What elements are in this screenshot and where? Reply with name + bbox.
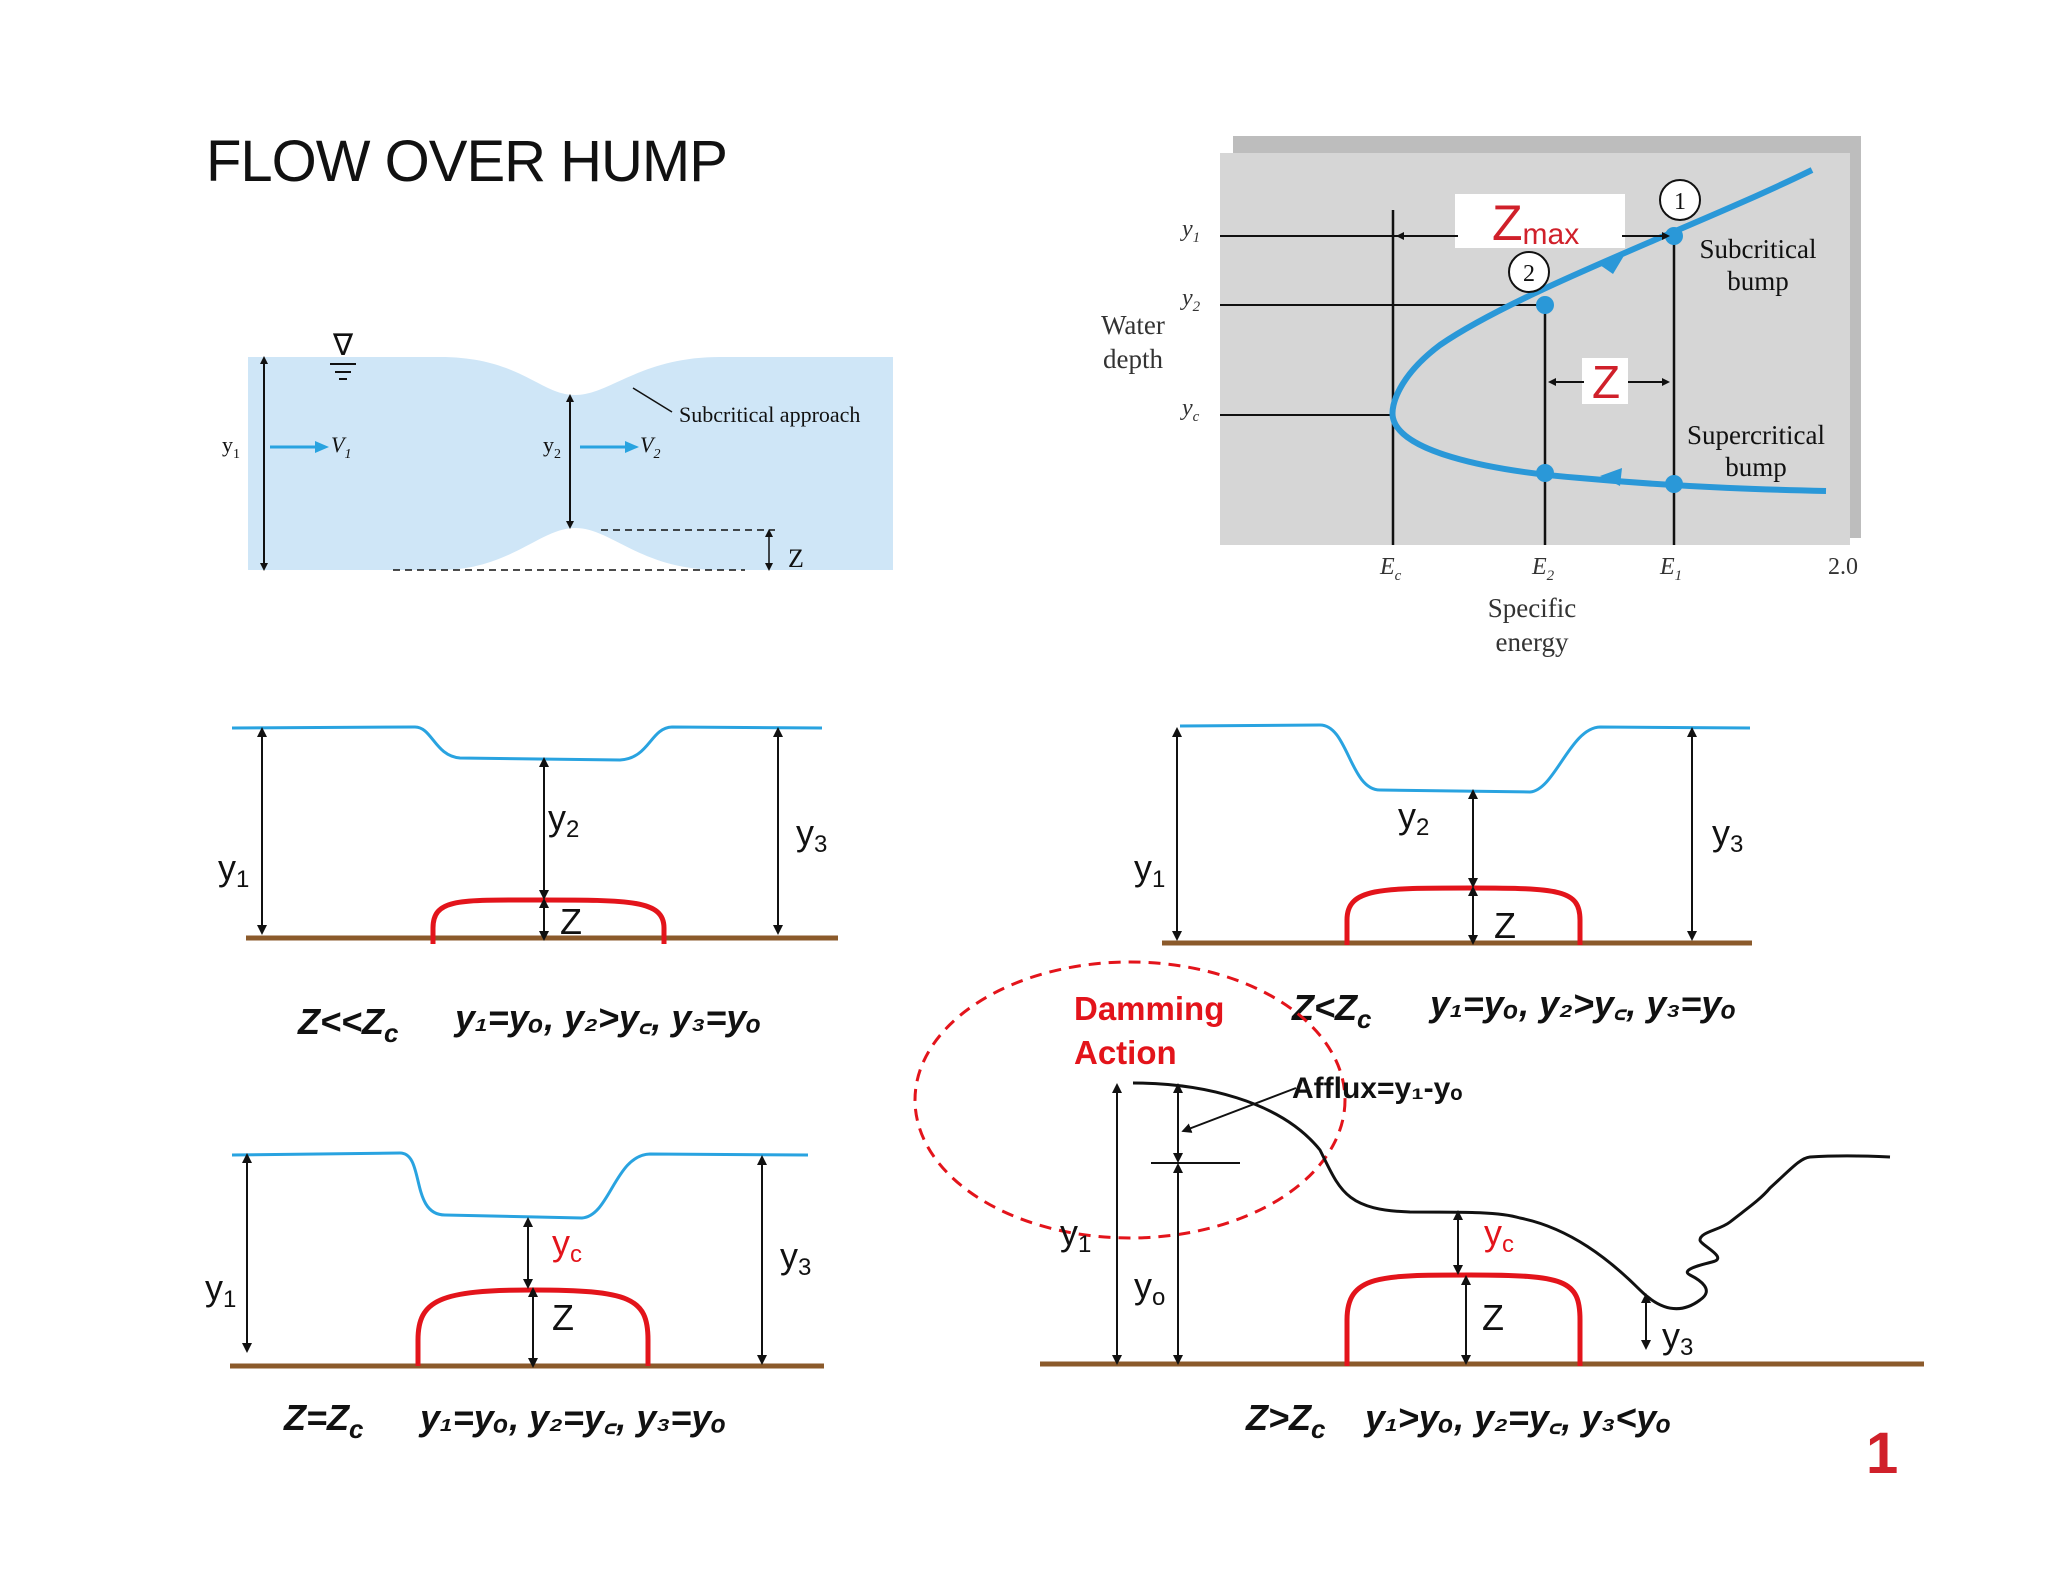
y3-label: y3 bbox=[1662, 1315, 1693, 1361]
zmax-label: Zmax bbox=[1492, 195, 1579, 251]
e1-tick-label: E1 bbox=[1659, 554, 1682, 584]
case-b-relation: y₁=yₒ, y₂>y꜀, y₃=yₒ bbox=[1428, 983, 1737, 1024]
damming-action-ellipse bbox=[913, 960, 1347, 1240]
case-b-condition: Z<Zc bbox=[1291, 987, 1372, 1034]
point-2-marker bbox=[1536, 296, 1554, 314]
case-c-diagram: y1 yc y3 Z Z=Zc y₁=yₒ, y₂=y꜀, y₃=yₒ bbox=[205, 1151, 824, 1444]
water-surface bbox=[231, 725, 823, 762]
water-surface bbox=[1179, 723, 1751, 794]
case-a-condition: Z<<Zc bbox=[297, 1001, 399, 1048]
case-a-relation: y₁=yₒ, y₂>y꜀, y₃=yₒ bbox=[453, 997, 762, 1038]
v1-label: V1 bbox=[331, 432, 351, 462]
afflux-label: Afflux=y₁-yₒ bbox=[1292, 1072, 1463, 1105]
y1-label: y1 bbox=[205, 1267, 236, 1313]
z-energy-label: Z bbox=[1592, 356, 1620, 408]
hump bbox=[1344, 885, 1583, 945]
case-d-condition: Z>Zc bbox=[1245, 1397, 1326, 1444]
yc-label: yc bbox=[1484, 1212, 1514, 1258]
case-b-diagram: y1 y2 y3 Z Z<Zc y₁=yₒ, y₂>y꜀, y₃=yₒ bbox=[1134, 723, 1752, 1034]
y3-label: y3 bbox=[796, 812, 827, 858]
e2-tick-label: E2 bbox=[1531, 554, 1555, 584]
y2-tick-label: y2 bbox=[1180, 285, 1201, 315]
slide-title: FLOW OVER HUMP bbox=[206, 129, 728, 194]
water-surface bbox=[1132, 1081, 1891, 1311]
free-surface-symbol: ∇ bbox=[332, 329, 354, 362]
case-c-relation: y₁=yₒ, y₂=y꜀, y₃=yₒ bbox=[418, 1397, 727, 1438]
y1-tick-label: y1 bbox=[1180, 216, 1200, 246]
z-label: Z bbox=[560, 901, 582, 942]
y1-label: y1 bbox=[222, 432, 240, 462]
point-1-label: 1 bbox=[1674, 189, 1686, 215]
y2-label: y2 bbox=[548, 797, 579, 843]
y2-label: y2 bbox=[543, 432, 561, 462]
case-d-relation: y₁>yₒ, y₂=y꜀, y₃<yₒ bbox=[1363, 1397, 1672, 1438]
y3-label: y3 bbox=[780, 1235, 811, 1281]
x-end-tick-label: 2.0 bbox=[1828, 554, 1858, 580]
point-1-marker bbox=[1665, 227, 1683, 245]
yc-tick-label: yc bbox=[1180, 395, 1200, 425]
approach-diagram: ∇ y1 V1 y2 V2 Subcritical approach Z bbox=[222, 329, 893, 575]
point-2-label: 2 bbox=[1523, 261, 1535, 287]
yc-label: yc bbox=[552, 1222, 582, 1268]
y1-label: y1 bbox=[218, 847, 249, 893]
hump bbox=[1344, 1272, 1583, 1366]
slide-number: 1 bbox=[1866, 1421, 1899, 1486]
case-a-diagram: y1 y2 y3 Z Z<<Zc y₁=yₒ, y₂>y꜀, y₃=yₒ bbox=[218, 725, 838, 1048]
y1-label: y1 bbox=[1134, 847, 1165, 893]
water-surface bbox=[231, 1151, 809, 1220]
yo-label: yo bbox=[1134, 1265, 1165, 1311]
hump-profile bbox=[248, 528, 893, 575]
z-label: Z bbox=[552, 1297, 574, 1338]
case-c-condition: Z=Zc bbox=[283, 1397, 364, 1444]
z-label: Z bbox=[1494, 905, 1516, 946]
y3-label: y3 bbox=[1712, 812, 1743, 858]
ec-tick-label: Ec bbox=[1379, 554, 1402, 584]
y1-label: y1 bbox=[1060, 1212, 1091, 1258]
y2-label: y2 bbox=[1398, 795, 1429, 841]
z-label: Z bbox=[1482, 1297, 1504, 1338]
subcritical-approach-label: Subcritical approach bbox=[679, 402, 860, 427]
z-label: Z bbox=[788, 544, 804, 573]
v2-label: V2 bbox=[640, 432, 660, 462]
